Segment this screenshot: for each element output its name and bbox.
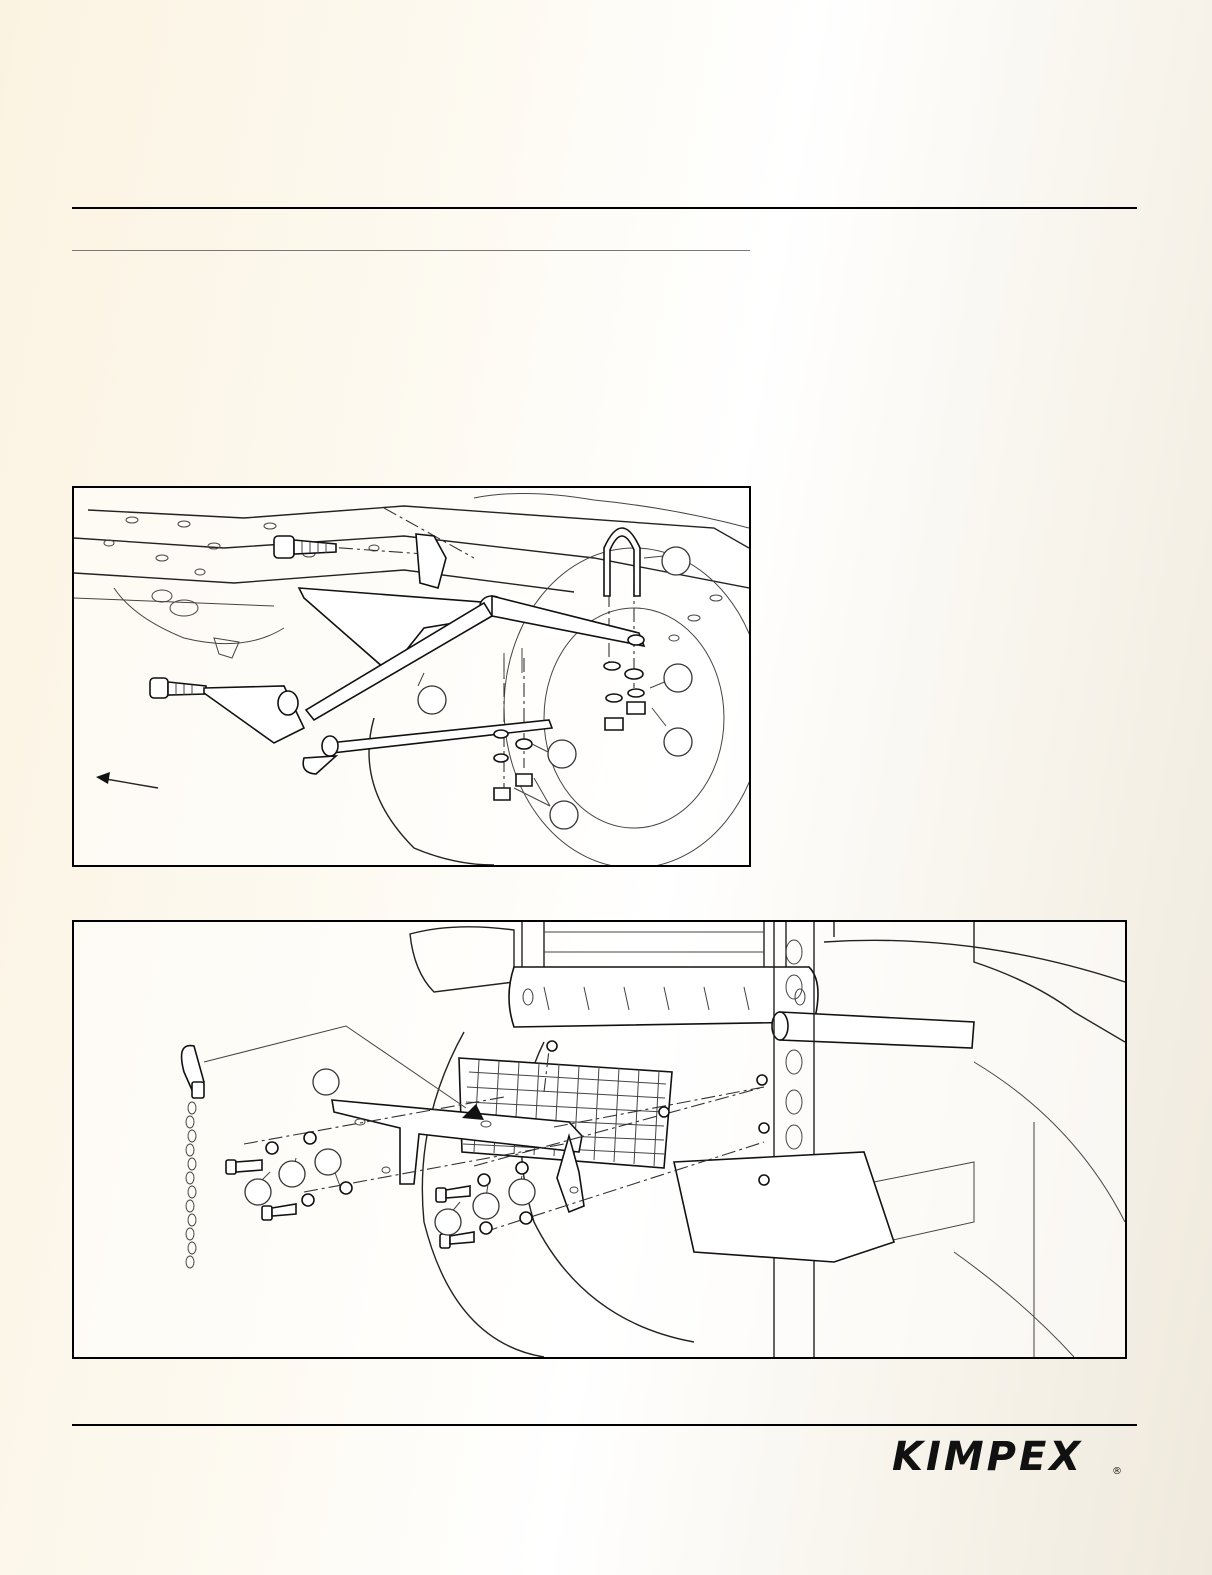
kimpex-logo: KIMPEX ® bbox=[892, 1434, 1122, 1476]
callout-circle bbox=[663, 727, 693, 757]
bolt-top bbox=[273, 535, 337, 559]
callout-circle bbox=[549, 800, 579, 830]
bolt-left bbox=[149, 677, 207, 699]
bolts-left bbox=[225, 1131, 353, 1221]
callout-circle bbox=[472, 1192, 500, 1220]
figure-1-drawing bbox=[74, 492, 749, 865]
callout-circle bbox=[417, 685, 447, 715]
safety-chain bbox=[180, 1025, 467, 1269]
callout-circle bbox=[508, 1178, 536, 1206]
figure-2-drawing bbox=[180, 922, 1125, 1357]
callout-circle bbox=[547, 739, 577, 769]
logo-text: KIMPEX bbox=[892, 1434, 1083, 1476]
footer-rule bbox=[72, 1424, 1137, 1426]
pointer-arrow-icon bbox=[462, 1104, 484, 1120]
section-rule bbox=[72, 250, 750, 251]
frame-holes bbox=[103, 516, 723, 642]
callout-circle bbox=[434, 1208, 462, 1236]
callout-circle bbox=[314, 1148, 342, 1176]
header-rule bbox=[72, 207, 1137, 209]
direction-arrow-icon bbox=[96, 772, 159, 789]
bolts-right bbox=[435, 1040, 770, 1249]
callout-circle bbox=[244, 1178, 272, 1206]
callout-circle bbox=[278, 1160, 306, 1188]
callout-circle bbox=[312, 1068, 340, 1096]
registered-mark: ® bbox=[1112, 1466, 1122, 1476]
figure-1-illustration bbox=[72, 486, 751, 867]
callout-circle bbox=[663, 663, 693, 693]
figure-2-illustration bbox=[72, 920, 1127, 1359]
callout-circle bbox=[661, 546, 691, 576]
